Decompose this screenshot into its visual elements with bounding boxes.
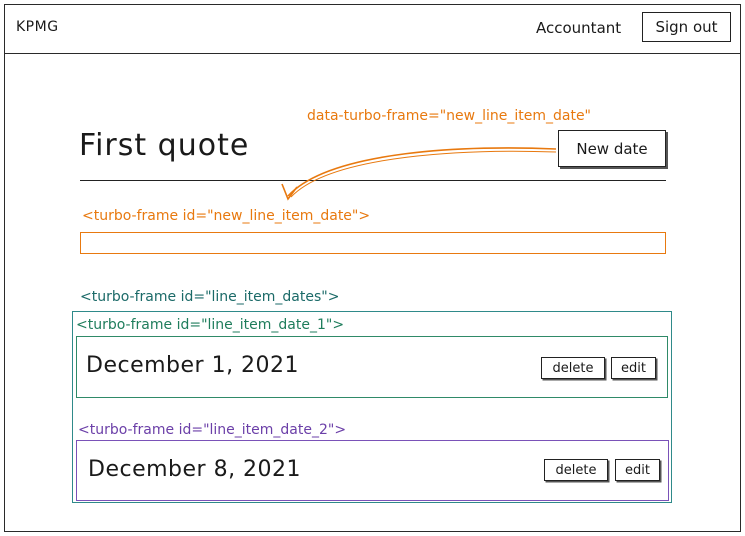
line-item-date-1-frame bbox=[76, 336, 668, 398]
delete-date-1-button[interactable]: delete bbox=[541, 357, 605, 379]
page-frame bbox=[4, 4, 741, 532]
delete-date-2-button[interactable]: delete bbox=[544, 459, 608, 481]
new-frame-annotation: <turbo-frame id="new_line_item_date"> bbox=[82, 208, 371, 224]
new-date-button[interactable]: New date bbox=[558, 130, 666, 167]
dates-frame-annotation: <turbo-frame id="line_item_dates"> bbox=[80, 289, 340, 305]
page-title: First quote bbox=[79, 128, 250, 163]
brand-logo[interactable]: KPMG bbox=[16, 19, 59, 35]
edit-date-2-button[interactable]: edit bbox=[615, 459, 660, 481]
title-divider bbox=[80, 180, 666, 181]
top-navbar bbox=[4, 4, 741, 54]
date-1-frame-annotation: <turbo-frame id="line_item_date_1"> bbox=[76, 317, 345, 333]
line-item-date-1: December 1, 2021 bbox=[86, 353, 300, 378]
edit-date-1-button[interactable]: edit bbox=[611, 357, 656, 379]
date-2-frame-annotation: <turbo-frame id="line_item_date_2"> bbox=[78, 422, 347, 438]
sign-out-button[interactable]: Sign out bbox=[642, 12, 731, 42]
line-item-date-2: December 8, 2021 bbox=[88, 457, 302, 482]
line-item-dates-frame bbox=[72, 311, 672, 503]
user-role-label: Accountant bbox=[536, 19, 622, 37]
line-item-date-2-frame bbox=[76, 440, 669, 501]
link-attribute-annotation: data-turbo-frame="new_line_item_date" bbox=[307, 108, 591, 124]
new-line-item-date-frame bbox=[80, 232, 666, 254]
